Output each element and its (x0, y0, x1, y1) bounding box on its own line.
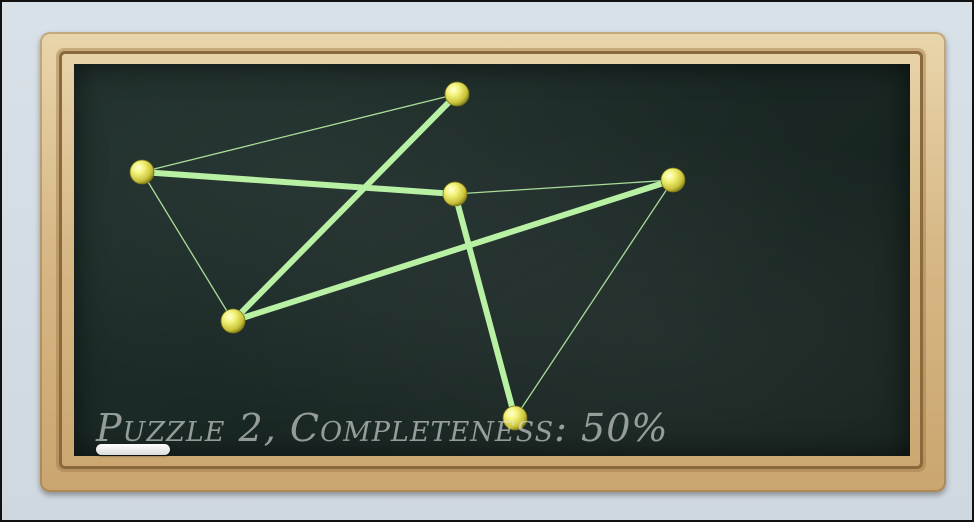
edge-n1-n5 (142, 172, 233, 321)
graph-node-n4[interactable] (661, 168, 685, 192)
graph-node-n1[interactable] (130, 160, 154, 184)
status-text: Puzzle 2, Completeness: 50% (96, 406, 668, 450)
graph-node-n3[interactable] (443, 182, 467, 206)
edge-n1-n2 (142, 94, 457, 172)
graph-node-n5[interactable] (221, 309, 245, 333)
nodes-layer (130, 82, 685, 430)
edge-n3-n6 (455, 194, 515, 418)
edge-n1-n3 (142, 172, 455, 194)
edge-n4-n6 (515, 180, 673, 418)
edges-layer (142, 94, 673, 418)
graph-node-n2[interactable] (445, 82, 469, 106)
